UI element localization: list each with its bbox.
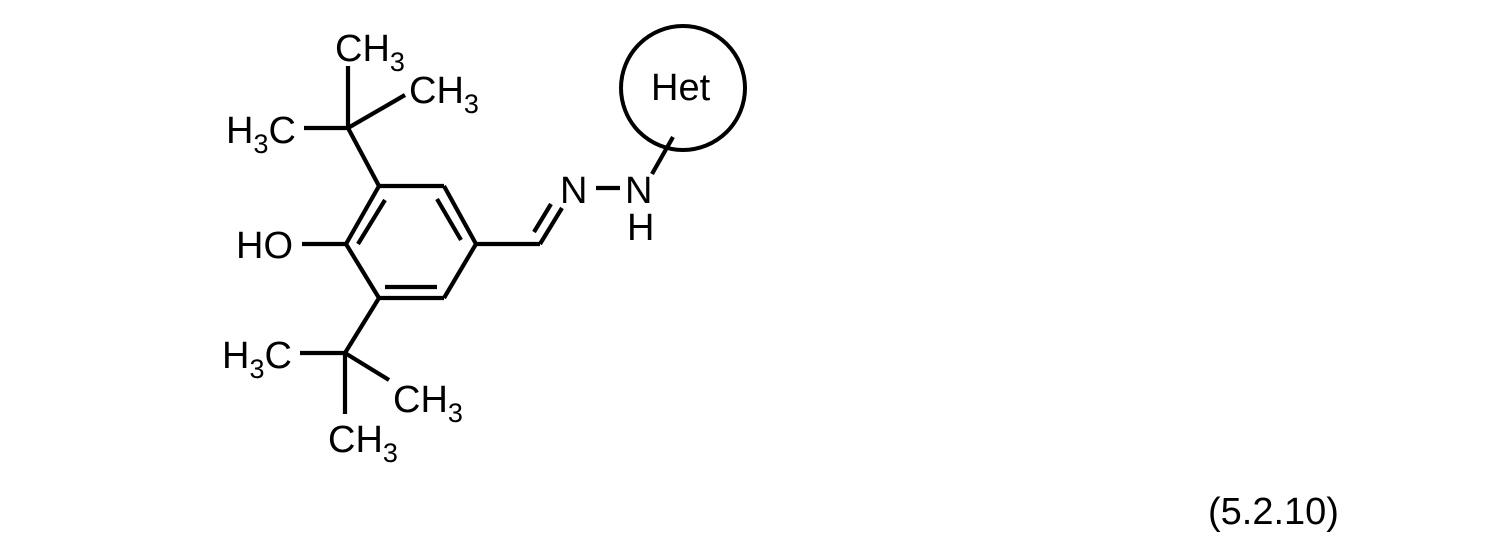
bottom-left-methyl-label: H3C (222, 335, 292, 384)
inner-double-bond-right (435, 197, 463, 242)
het-ring-placeholder: Het (619, 24, 747, 152)
amine-nitrogen-label: N (625, 170, 652, 212)
bottom-methyl-label: CH3 (328, 419, 398, 468)
imine-double-bond-inner (532, 202, 553, 234)
top-left-methyl-label: H3C (226, 110, 296, 159)
bottom-tert-butyl-group: H3C CH3 CH3 (222, 296, 463, 468)
hydroxyl-label: HO (236, 225, 293, 267)
top-right-methyl-label: CH3 (409, 70, 479, 119)
bottom-right-methyl-label: CH3 (393, 379, 463, 428)
top-methyl-label: CH3 (335, 28, 405, 77)
top-tert-butyl-group: CH3 CH3 H3C (226, 28, 479, 187)
imine-nitrogen-label: N (560, 170, 587, 212)
hydroxyl-group: HO (236, 225, 346, 267)
amine-hydrogen-label: H (627, 207, 654, 249)
equation-number-caption: (5.2.10) (1208, 491, 1339, 533)
het-label: Het (651, 67, 711, 109)
hydrazone-chain: N N H (476, 135, 675, 249)
inner-double-bond-left (356, 198, 387, 246)
benzene-ring (344, 183, 478, 301)
